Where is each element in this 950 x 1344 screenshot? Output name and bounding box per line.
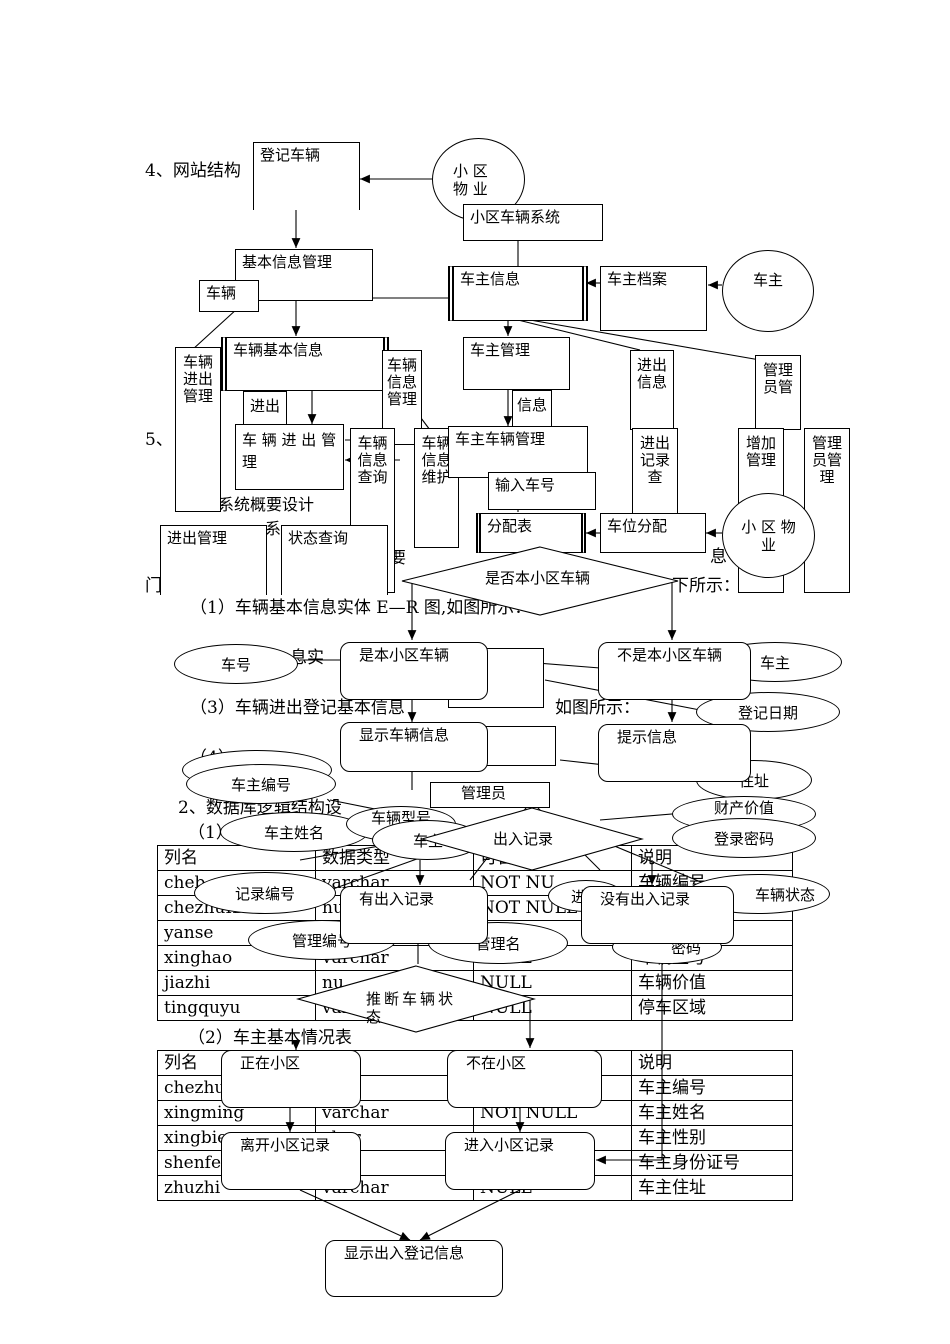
para-ru: 下所示： [672,576,740,596]
in-community-box: 正在小区 [221,1050,361,1108]
is-local-vehicle-diamond [401,546,679,616]
enter-record-box: 进入小区记录 [445,1132,595,1190]
local-vehicle-box: 是本小区车辆 [340,642,488,700]
register-vehicle-doc: 登记车辆 [253,142,360,210]
owner-archive-doc: 车主档案 [600,266,707,331]
table-cell: 车主性别 [631,1125,793,1151]
owner-circle: 车主 [722,250,814,332]
table-cell: tingquyu [157,995,316,1021]
attr-record-id-ellipse: 记录编号 [194,872,336,914]
inout-record-diamond [420,807,644,871]
input-plate-box: 输入车号 [488,472,596,510]
er-figure-2: 息实 [290,648,324,668]
table-header: 说明 [631,1050,793,1076]
para-system-design: 系统概要设计 [218,495,315,514]
leave-record-box: 离开小区记录 [221,1132,361,1190]
para-intro-right: 息 [710,547,727,567]
property-circle-bottom: 小 区 物业 [722,493,815,578]
admin-entity-box: 管理员 [430,782,550,808]
attr-plate-ellipse: 车号 [174,644,298,684]
is-local-vehicle-label: 是否本小区车辆 [485,569,591,587]
admin-mgmt-col: 管理员管 [755,355,801,430]
attr-reg-date-ellipse: 登记日期 [696,692,840,732]
vehicle-inout-mgmt-col: 车辆进出管理 [175,347,221,512]
owner-mgmt-box: 车主管理 [463,337,570,390]
para-system2: 系 [265,519,282,538]
prompt-info-box: 提示信息 [598,724,751,782]
attr-owner-name-ellipse: 车主姓名 [220,812,368,852]
er-figure-3-tail: 如图所示： [555,698,640,718]
attr-owner-id-ellipse: 车主编号 [186,764,336,804]
attr-password-ellipse: 登录密码 [672,818,816,858]
table-cell: 车主编号 [631,1075,793,1101]
vehicle-partial-box: 车辆 [199,280,259,312]
inout-info-col: 进出信息 [630,350,674,430]
non-local-vehicle-box: 不是本小区车辆 [598,642,751,700]
allocation-table-box: 分配表 [476,513,586,553]
info-partial-col: 信息 [512,390,552,430]
no-record-box: 没有出入记录 [581,886,734,944]
parking-allocation-box: 车位分配 [600,513,706,553]
status-query-doc: 状态查询 [281,525,388,595]
heading-website-structure: 4、网站结构 [145,161,241,181]
owner-table: 列名 类型 说明 chezhuchar车主编号 xingmingvarcharN… [157,1050,793,1201]
has-record-box: 有出入记录 [340,886,488,944]
table-cell: 车主姓名 [631,1100,793,1126]
show-vehicle-info-box: 显示车辆信息 [340,722,488,772]
owner-info-box: 车主信息 [448,266,588,321]
vehicle-inout-mgmt-box: 车 辆 进 出 管理 [235,424,344,490]
judge-status-label: 推断车辆状态 [366,990,457,1026]
owner-vehicle-mgmt-box: 车主车辆管理 [448,426,588,478]
er-figure-3: （3）车辆进出登记基本信息 [190,698,405,718]
inout-record-label: 出入记录 [493,830,554,848]
not-in-community-box: 不在小区 [447,1050,602,1108]
table-cell: 停车区域 [631,995,793,1021]
show-inout-record-box: 显示出入登记信息 [325,1240,503,1297]
admin-mgmt2-col: 管理员管理 [804,428,850,593]
er-figure-1: （1）车辆基本信息实体 E—R 图,如图所示： [190,598,532,618]
table-cell: jiazhi [157,970,316,996]
table2-caption: （2）车主基本情况表 [188,1028,352,1048]
vehicle-system-box: 小区车辆系统 [463,204,603,241]
heading-section5: 5、 [145,430,173,450]
judge-status-diamond [296,965,536,1033]
para-men: 门 [145,576,162,596]
vehicle-basic-info-box: 车辆基本信息 [221,337,389,391]
table-cell: 车主住址 [631,1175,793,1201]
inout-mgmt-doc: 进出管理 [160,525,267,595]
